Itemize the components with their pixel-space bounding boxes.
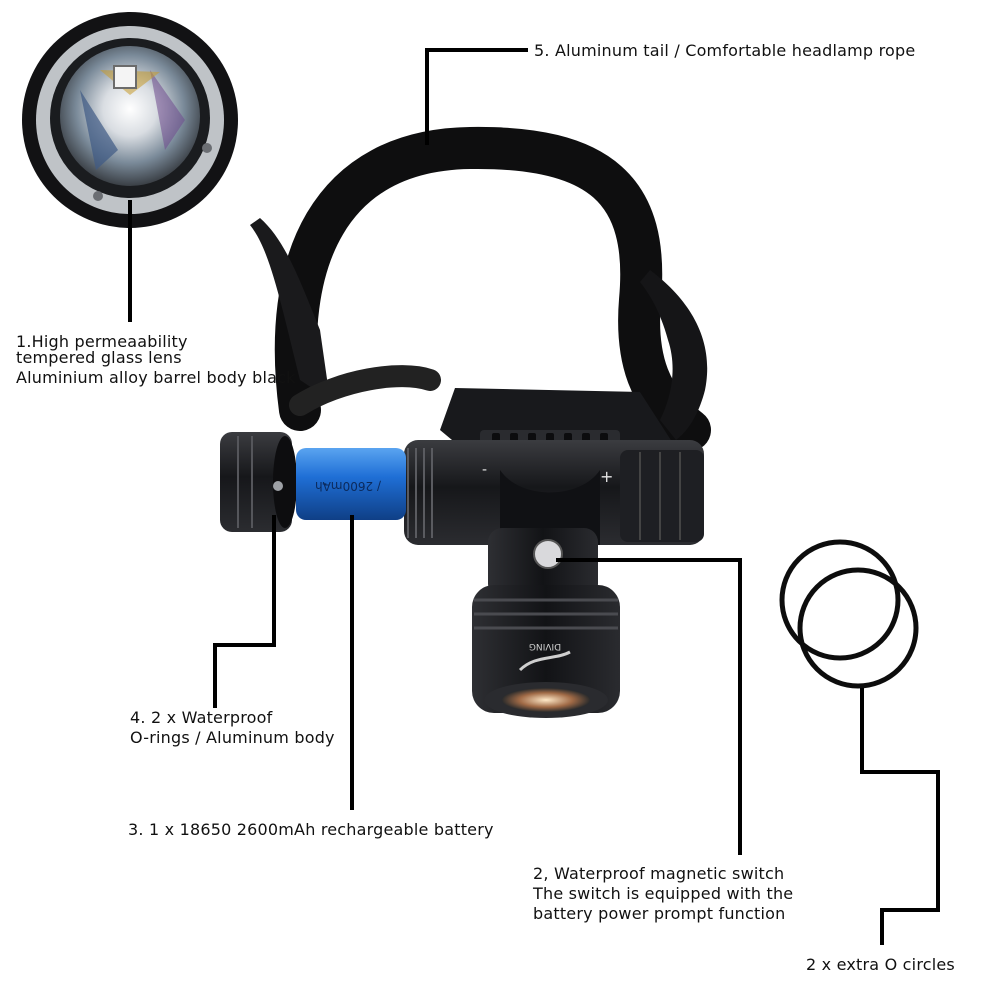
strap-loop — [289, 365, 441, 416]
tail-label: 5. Aluminum tail / Comfortable headlamp … — [534, 41, 916, 60]
lens-label-line1: 1.High permeaability — [16, 332, 188, 351]
tail-spring-icon — [273, 481, 283, 491]
tail-cap — [220, 432, 297, 532]
strap-tail-right — [640, 270, 708, 440]
headlamp-strap — [250, 126, 711, 451]
plus-mark: + — [600, 467, 613, 486]
head-lens — [502, 688, 590, 712]
leader-orings — [213, 515, 276, 708]
lens-screw — [202, 143, 212, 153]
leader-extra — [860, 688, 940, 945]
led-chip — [113, 65, 137, 89]
flashlight-barrel: - + — [404, 440, 704, 545]
switch-label-line1: 2, Waterproof magnetic switch — [533, 864, 785, 883]
orings-label-line1: 4. 2 x Waterproof — [130, 708, 273, 727]
lens-label-line3: Aluminium alloy barrel body black — [16, 368, 296, 387]
orings-label: 4. 2 x Waterproof O-rings / Aluminum bod… — [130, 708, 335, 748]
leader-switch — [556, 558, 742, 855]
lens-label: 1.High permeaability tempered glass lens… — [16, 332, 296, 388]
head-body — [472, 585, 620, 713]
battery: / 2600mAh - — [296, 448, 406, 520]
magnetic-switch[interactable] — [533, 539, 563, 569]
head-grooves — [474, 598, 618, 630]
switch-label-line2: The switch is equipped with the — [533, 884, 794, 903]
lens-reflection — [150, 70, 185, 150]
barrel-thread — [407, 448, 433, 538]
lens-screw — [93, 191, 103, 201]
barrel-tail-cap — [620, 450, 704, 542]
barrel-clamp — [500, 470, 600, 545]
orings-label-line2: O-rings / Aluminum body — [130, 728, 335, 747]
lens-closeup — [22, 12, 238, 228]
battery-print: / 2600mAh — [315, 479, 381, 493]
battery-label: 3. 1 x 18650 2600mAh rechargeable batter… — [128, 820, 494, 839]
battery-body — [296, 448, 406, 520]
battery-minus-mark: - — [322, 476, 327, 492]
leader-tail — [425, 48, 528, 145]
extra-orings — [779, 539, 919, 689]
extra-orings-label: 2 x extra O circles — [806, 955, 955, 974]
head-print-diving: DIVING — [529, 641, 561, 651]
lens-reflection — [80, 90, 118, 170]
switch-label: 2, Waterproof magnetic switch The switch… — [533, 864, 793, 924]
lens-label-line2: tempered glass lens — [16, 348, 182, 367]
minus-mark: - — [482, 462, 487, 478]
oring-1 — [779, 539, 901, 661]
tail-cap-face — [273, 436, 297, 528]
leader-lines — [128, 48, 940, 945]
oring-2 — [797, 567, 919, 689]
strap-band — [274, 126, 711, 451]
diver-logo-icon — [518, 650, 571, 672]
flashlight-head: DIVING — [472, 528, 620, 718]
switch-label-line3: battery power prompt function — [533, 904, 786, 923]
strap-tail-left — [250, 218, 330, 400]
